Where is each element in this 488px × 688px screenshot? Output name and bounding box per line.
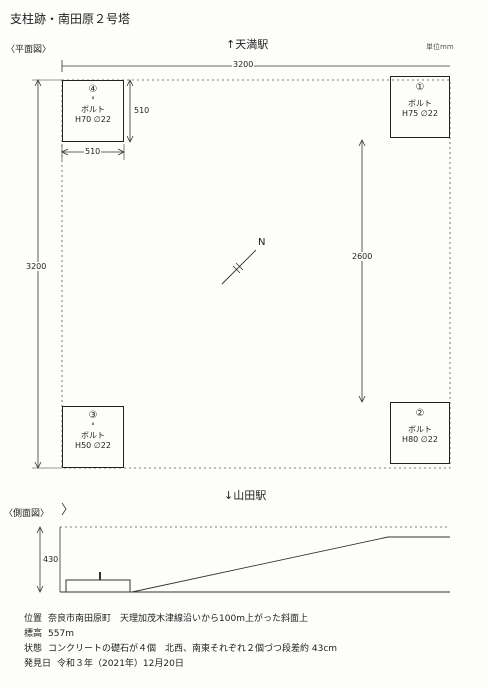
top-width-dim: 3200 xyxy=(232,60,255,69)
bolt-label: ボルト xyxy=(408,425,432,434)
side-foundation xyxy=(65,579,131,593)
bolt-size: H50 ∅22 xyxy=(75,441,111,450)
unit-label: 単位mm xyxy=(426,43,454,51)
box-height-dim: 510 xyxy=(133,106,151,115)
side-height-dim: 430 xyxy=(42,555,60,564)
south-station-label: ↓山田駅 xyxy=(224,489,267,502)
box-width-dim: 510 xyxy=(84,147,102,156)
foundation-number: ② xyxy=(415,408,425,419)
bolt-size: H80 ∅22 xyxy=(402,435,438,444)
foundation-3: ③ ° ボルト H50 ∅22 xyxy=(62,406,124,468)
bolt-label: ボルト xyxy=(408,99,432,108)
foundation-4: ④ ° ボルト H70 ∅22 xyxy=(62,80,124,142)
page-title: 支柱跡・南田原２号塔 xyxy=(10,12,131,26)
foundation-number: ① xyxy=(415,82,425,93)
north-station-label: ↑天満駅 xyxy=(226,38,269,51)
bolt-size: H70 ∅22 xyxy=(75,115,111,124)
inner-span-dim: 2600 xyxy=(351,252,374,261)
bolt-size: H75 ∅22 xyxy=(402,109,438,118)
info-row-discovered: 発見日令和３年（2021年）12月20日 xyxy=(24,659,184,669)
side-view-label: 〈側面図〉 xyxy=(4,509,50,519)
bolt-label: ボルト xyxy=(81,105,105,114)
info-row-location: 位置奈良市南田原町 天理加茂木津線沿いから100m上がった斜面上 xyxy=(24,614,308,624)
tower-outline xyxy=(61,79,451,469)
foundation-number: ④ xyxy=(88,84,98,95)
info-row-condition: 状態コンクリートの礎石が４個 北西、南東それぞれ２個づつ段差約 43cm xyxy=(24,644,338,654)
foundation-2: ② ボルト H80 ∅22 xyxy=(390,402,450,464)
foundation-number: ③ xyxy=(88,410,98,421)
bolt-label: ボルト xyxy=(81,431,105,440)
plan-view-label: 〈平面図〉 xyxy=(6,45,52,55)
left-height-dim: 3200 xyxy=(25,262,48,271)
slope-line xyxy=(131,536,450,593)
north-arrow-icon xyxy=(221,249,257,285)
north-label: N xyxy=(258,237,266,248)
foundation-1: ① ボルト H75 ∅22 xyxy=(390,76,450,138)
